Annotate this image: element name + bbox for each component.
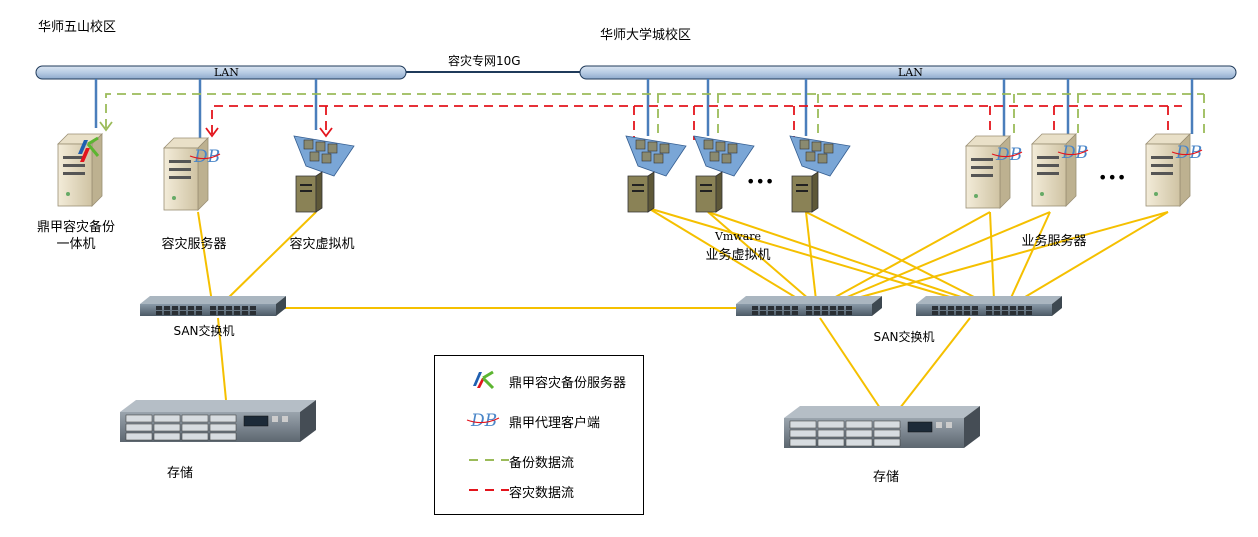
server-ellipsis: ••• bbox=[1098, 168, 1127, 187]
storage-right bbox=[783, 405, 981, 449]
green-dashed-line-icon bbox=[469, 459, 509, 461]
san-switch-right-2 bbox=[916, 296, 1062, 316]
san-switch-right-1 bbox=[736, 296, 882, 316]
site-label-right: 华师大学城校区 bbox=[600, 28, 692, 43]
san-switch-left bbox=[140, 296, 286, 316]
san-switch-right-label: SAN交换机 bbox=[873, 330, 935, 344]
vm-ellipsis: ••• bbox=[746, 172, 775, 191]
db-agent-icon: DB bbox=[466, 411, 500, 431]
db-agent-icon bbox=[189, 146, 221, 168]
legend: 鼎甲容灾备份服务器 DB 鼎甲代理客户端 备份数据流 容灾数据流 bbox=[434, 355, 644, 515]
legend-item-backup-server: 鼎甲容灾备份服务器 bbox=[435, 370, 643, 391]
vm-host-2 bbox=[693, 135, 755, 213]
san-links bbox=[197, 207, 1169, 409]
dedicated-link-label: 容灾专网10G bbox=[448, 54, 521, 68]
legend-label: 鼎甲代理客户端 bbox=[509, 416, 601, 431]
lan-label-right: LAN bbox=[898, 66, 923, 79]
vm-host-3 bbox=[789, 135, 851, 213]
red-dashed-line-icon bbox=[469, 489, 509, 491]
backup-server-logo-icon bbox=[473, 370, 495, 390]
legend-item-db-agent: DB 鼎甲代理客户端 bbox=[435, 410, 643, 431]
legend-item-dr-flow: 容灾数据流 bbox=[435, 480, 643, 501]
db-agent-icon bbox=[1057, 142, 1089, 164]
dr-vm-host bbox=[293, 135, 355, 213]
legend-label: 鼎甲容灾备份服务器 bbox=[509, 376, 627, 391]
svg-text:DB: DB bbox=[470, 411, 497, 431]
db-agent-icon bbox=[991, 144, 1023, 166]
san-switch-left-label: SAN交换机 bbox=[173, 324, 235, 338]
lan-label-left: LAN bbox=[214, 66, 239, 79]
db-agent-icon bbox=[1171, 142, 1203, 164]
backup-flow-lines bbox=[105, 93, 1205, 136]
legend-label: 容灾数据流 bbox=[509, 486, 575, 501]
dr-flow-lines bbox=[211, 105, 1182, 140]
dr-server-label: 容灾服务器 bbox=[161, 237, 227, 252]
vm-host-1 bbox=[625, 135, 687, 213]
business-server-1 bbox=[965, 135, 1023, 209]
dr-vm-label: 容灾虚拟机 bbox=[289, 237, 355, 252]
vmware-label: Vmware bbox=[714, 230, 762, 243]
site-label-left: 华师五山校区 bbox=[38, 20, 117, 35]
business-server-2 bbox=[1031, 133, 1089, 207]
storage-left bbox=[119, 399, 317, 443]
dr-server bbox=[163, 137, 221, 211]
storage-right-label: 存储 bbox=[872, 470, 900, 485]
lan-uplinks bbox=[94, 79, 1194, 140]
business-server-3 bbox=[1145, 133, 1203, 207]
vmware-vm-label: 业务虚拟机 bbox=[705, 248, 771, 263]
legend-item-backup-flow: 备份数据流 bbox=[435, 450, 643, 471]
legend-label: 备份数据流 bbox=[509, 456, 575, 471]
business-servers-label: 业务服务器 bbox=[1021, 234, 1087, 249]
backup-appliance-label-1: 鼎甲容灾备份 bbox=[36, 220, 116, 235]
storage-left-label: 存储 bbox=[166, 466, 194, 481]
backup-server-logo-icon bbox=[78, 136, 100, 162]
backup-appliance bbox=[57, 133, 103, 207]
backup-appliance-label-2: 一体机 bbox=[56, 237, 96, 252]
